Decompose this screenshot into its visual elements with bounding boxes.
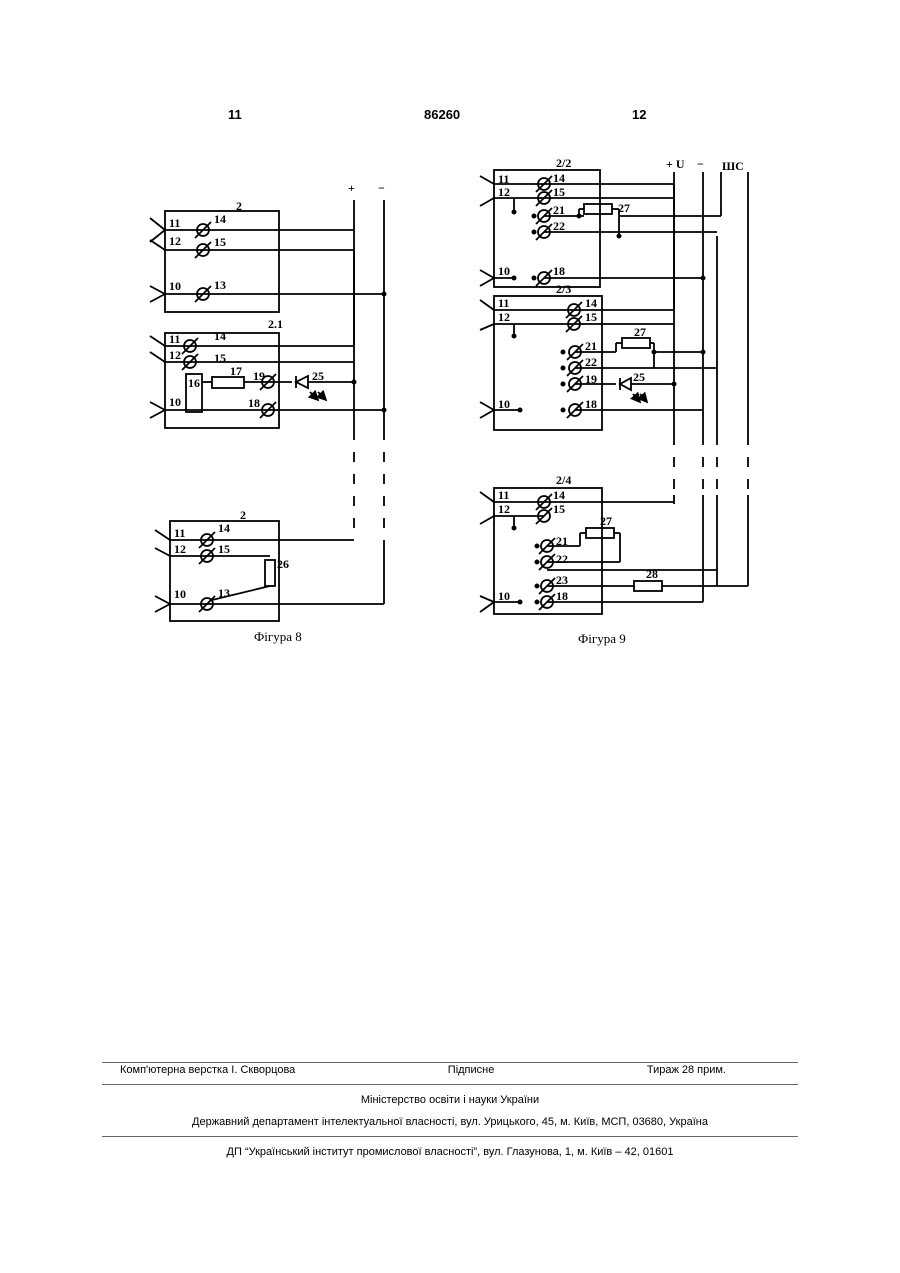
svg-text:11: 11 [498,488,509,502]
fig9-block1-title: 2/2 [556,156,571,170]
svg-text:14: 14 [214,329,226,343]
svg-text:21: 21 [553,203,565,217]
svg-text:15: 15 [585,310,597,324]
figure-9 [480,170,748,614]
svg-text:25: 25 [633,370,645,384]
signature-note: Підписне [448,1064,495,1076]
svg-text:28: 28 [646,567,658,581]
svg-text:10: 10 [498,589,510,603]
fig8-block1-title: 2 [236,199,242,213]
svg-text:15: 15 [218,542,230,556]
svg-text:11: 11 [174,526,185,540]
fig9-block3-title: 2/4 [556,473,571,487]
svg-text:14: 14 [585,296,597,310]
svg-text:22: 22 [553,219,565,233]
svg-text:11: 11 [169,332,180,346]
svg-text:18: 18 [556,589,568,603]
svg-text:14: 14 [553,171,565,185]
svg-text:14: 14 [553,488,565,502]
svg-text:21: 21 [556,534,568,548]
footer-imprint-row: Комп'ютерна верстка І. Скворцова Підписн… [102,1064,798,1076]
fig9-minus-label: − [697,157,704,171]
svg-text:18: 18 [248,396,260,410]
svg-text:15: 15 [553,502,565,516]
svg-text:18: 18 [553,264,565,278]
circulation-note: Тираж 28 прим. [647,1064,726,1076]
svg-text:10: 10 [169,395,181,409]
svg-text:10: 10 [498,397,510,411]
svg-text:15: 15 [214,235,226,249]
svg-text:27: 27 [634,325,646,339]
svg-text:11: 11 [498,296,509,310]
fig8-block2-title: 2.1 [268,317,283,331]
fig8-block3-title: 2 [240,508,246,522]
svg-text:10: 10 [174,587,186,601]
svg-text:19: 19 [253,369,265,383]
footer-rule-top [102,1062,798,1063]
footer-rule-bottom [102,1136,798,1137]
footer-rule-middle [102,1084,798,1085]
svg-text:13: 13 [218,586,230,600]
svg-text:25: 25 [312,369,324,383]
svg-text:16: 16 [188,376,200,390]
svg-text:26: 26 [277,557,289,571]
figure-8-nodes [352,292,387,413]
figure-9-labels: + U − ШС 2/2 11 14 12 15 21 27 22 10 18 … [498,156,744,646]
svg-text:11: 11 [169,216,180,230]
svg-text:11: 11 [498,172,509,186]
institute-line: ДП “Український інститут промислової вла… [102,1146,798,1158]
svg-text:12: 12 [498,502,510,516]
fig9-plus-u-label: + U [666,157,685,171]
figure-8-caption: Фігура 8 [254,629,302,644]
svg-text:15: 15 [214,351,226,365]
fig8-minus-label: − [378,181,385,195]
svg-text:22: 22 [585,355,597,369]
figure-8 [150,200,384,621]
svg-text:14: 14 [214,212,226,226]
svg-text:13: 13 [214,278,226,292]
svg-text:12: 12 [169,234,181,248]
svg-text:22: 22 [556,552,568,566]
fig9-block2-title: 2/3 [556,282,571,296]
svg-text:12: 12 [498,185,510,199]
fig9-shs-label: ШС [722,159,744,173]
svg-text:27: 27 [618,201,630,215]
svg-text:15: 15 [553,185,565,199]
ministry-line: Міністерство освіти і науки України [102,1094,798,1106]
svg-text:27: 27 [600,514,612,528]
svg-text:21: 21 [585,339,597,353]
department-line: Державний департамент інтелектуальної вл… [102,1116,798,1128]
svg-text:19: 19 [585,372,597,386]
svg-text:12: 12 [169,348,181,362]
svg-text:10: 10 [498,264,510,278]
svg-text:23: 23 [556,573,568,587]
svg-text:10: 10 [169,279,181,293]
svg-text:12: 12 [174,542,186,556]
circuit-figures: + − 2 11 14 12 15 10 13 2.1 11 14 12 15 … [0,0,900,680]
typesetter-credit: Комп'ютерна верстка І. Скворцова [120,1064,295,1076]
svg-text:17: 17 [230,364,242,378]
svg-text:18: 18 [585,397,597,411]
svg-text:14: 14 [218,521,230,535]
fig8-plus-label: + [348,181,355,195]
figure-9-caption: Фігура 9 [578,631,626,646]
svg-text:12: 12 [498,310,510,324]
